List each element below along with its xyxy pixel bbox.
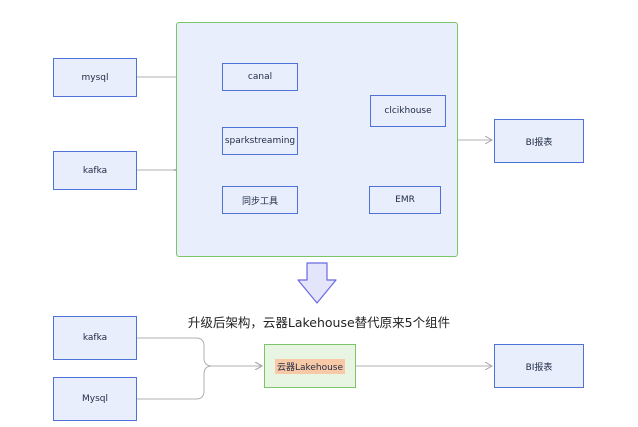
node-kafka: kafka	[53, 151, 137, 190]
node-sparkstreaming: sparkstreaming	[222, 127, 298, 155]
diagram-caption: 升级后架构，云器Lakehouse替代原来5个组件	[187, 315, 451, 330]
edge-kafka-lake	[137, 337, 262, 366]
node-clickhouse: clcikhouse	[370, 95, 446, 127]
lakehouse-label: 云器Lakehouse	[274, 358, 346, 374]
legacy-pipeline-group	[176, 22, 458, 257]
node-kafka-new: kafka	[53, 316, 137, 360]
node-emr: EMR	[369, 186, 441, 214]
down-arrow-icon	[297, 262, 337, 304]
edge-mysql-lake	[137, 366, 262, 400]
node-lakehouse: 云器Lakehouse	[264, 344, 356, 388]
node-bi-report-bottom: BI报表	[494, 344, 584, 388]
node-bi-report-top: BI报表	[494, 119, 584, 163]
node-sync-tool: 同步工具	[222, 186, 298, 214]
node-canal: canal	[222, 63, 298, 91]
node-mysql-new: Mysql	[53, 377, 137, 421]
node-mysql: mysql	[53, 58, 137, 97]
